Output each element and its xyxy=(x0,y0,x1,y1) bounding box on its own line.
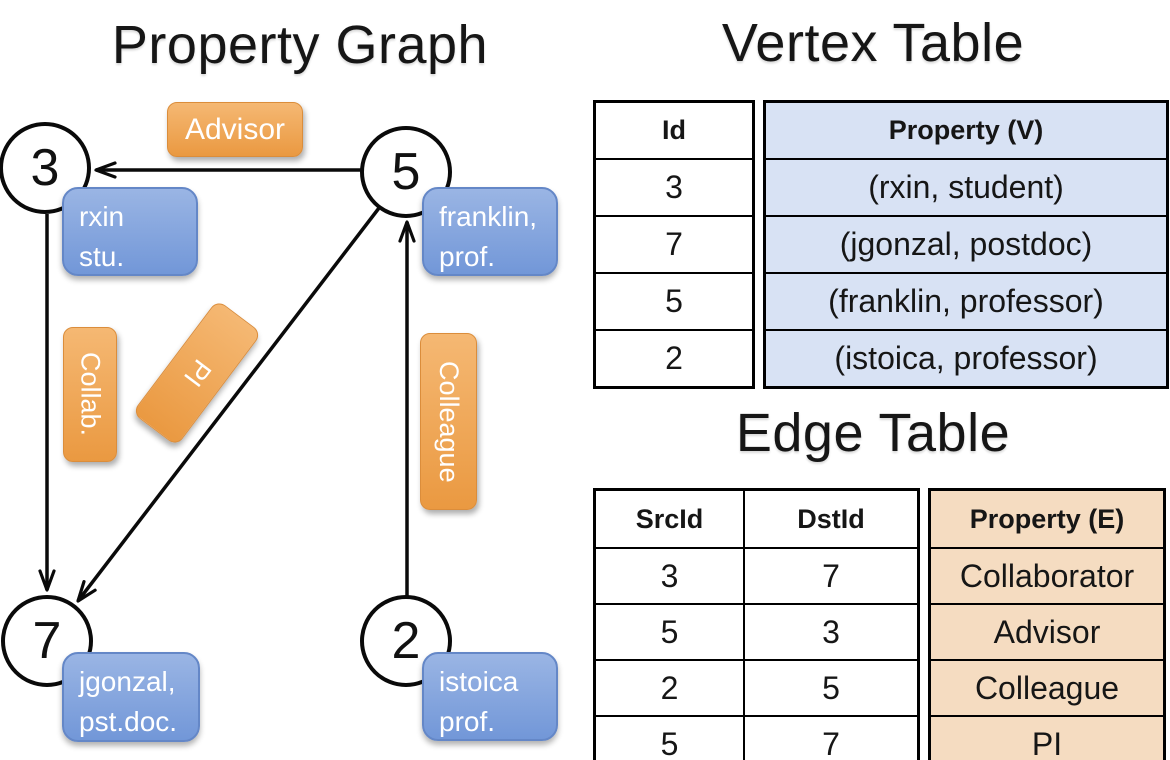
edge-src-cell: 5 xyxy=(593,715,745,760)
table-row: 3 7 xyxy=(593,547,920,605)
vertex-table-id-column: Id 3 7 5 2 xyxy=(593,100,755,389)
edge-src-cell: 5 xyxy=(593,603,745,661)
vertex-node-2-label: 2 xyxy=(391,612,421,670)
edge-src-cell: 2 xyxy=(593,659,745,717)
edge-arrow-5-to-7 xyxy=(76,206,381,603)
vertex-node-5-label: 5 xyxy=(391,143,421,201)
edge-src-cell: 3 xyxy=(593,547,745,605)
vertex-table-header-property: Property (V) xyxy=(763,100,1169,160)
vertex-property-box-5-line2: prof. xyxy=(439,240,496,272)
edge-table-header-dstid: DstId xyxy=(743,488,920,549)
table-row: (istoica, professor) xyxy=(763,329,1169,389)
edge-label-colleague: Colleague xyxy=(420,333,477,510)
table-row: 5 3 xyxy=(593,603,920,661)
edge-label-colleague-text: Colleague xyxy=(434,360,464,483)
vertex-property-cell: (jgonzal, postdoc) xyxy=(763,215,1169,274)
vertex-property-cell: (istoica, professor) xyxy=(763,329,1169,389)
table-row: 2 5 xyxy=(593,659,920,717)
vertex-property-box-7-line1: jgonzal, xyxy=(79,666,176,697)
vertex-node-3: 3 xyxy=(0,122,91,214)
table-row: Colleague xyxy=(928,659,1166,717)
vertex-node-3-label: 3 xyxy=(30,139,60,197)
vertex-table-header-id: Id xyxy=(593,100,755,160)
vertex-property-box-5-line1: franklin, xyxy=(439,201,538,232)
vertex-property-box-3-line2: stu. xyxy=(79,240,125,272)
table-row: Advisor xyxy=(928,603,1166,661)
vertex-property-box-3: rxin stu. xyxy=(62,187,198,276)
vertex-property-cell: (rxin, student) xyxy=(763,158,1169,217)
edge-table: SrcId DstId 3 7 5 3 2 5 5 7 Property (E)… xyxy=(593,488,1166,760)
table-row: 5 xyxy=(593,272,755,331)
edge-table-id-columns: SrcId DstId 3 7 5 3 2 5 5 7 xyxy=(593,488,920,760)
edge-dst-cell: 3 xyxy=(743,603,920,661)
vertex-property-box-2-line2: prof. xyxy=(439,705,496,737)
edge-label-collaborator: Collab. xyxy=(63,327,117,462)
edge-label-collaborator-text: Collab. xyxy=(75,352,106,437)
edge-property-cell: PI xyxy=(928,715,1166,760)
vertex-property-box-7: jgonzal, pst.doc. xyxy=(62,652,200,742)
edge-property-cell: Advisor xyxy=(928,603,1166,661)
property-graph-title: Property Graph xyxy=(111,15,489,75)
table-row: Collaborator xyxy=(928,547,1166,605)
vertex-id-cell: 7 xyxy=(593,215,755,274)
edge-label-advisor: Advisor xyxy=(167,102,303,157)
edge-table-header-property: Property (E) xyxy=(928,488,1166,549)
edge-table-title: Edge Table xyxy=(735,403,1011,463)
table-row: (rxin, student) xyxy=(763,158,1169,217)
table-row: PI xyxy=(928,715,1166,760)
vertex-table: Id 3 7 5 2 Property (V) (rxin, student) … xyxy=(593,100,1169,389)
table-row: 3 xyxy=(593,158,755,217)
table-row: 2 xyxy=(593,329,755,389)
edge-dst-cell: 7 xyxy=(743,715,920,760)
edge-property-cell: Collaborator xyxy=(928,547,1166,605)
vertex-table-title: Vertex Table xyxy=(721,13,1025,73)
vertex-property-cell: (franklin, professor) xyxy=(763,272,1169,331)
vertex-node-7-label: 7 xyxy=(32,612,62,670)
edge-table-property-column: Property (E) Collaborator Advisor Collea… xyxy=(928,488,1166,760)
vertex-id-cell: 5 xyxy=(593,272,755,331)
vertex-property-box-7-line2: pst.doc. xyxy=(79,705,178,737)
edge-label-advisor-text: Advisor xyxy=(184,112,286,146)
vertex-id-cell: 2 xyxy=(593,329,755,389)
edge-dst-cell: 5 xyxy=(743,659,920,717)
vertex-table-property-column: Property (V) (rxin, student) (jgonzal, p… xyxy=(763,100,1169,389)
vertex-id-cell: 3 xyxy=(593,158,755,217)
table-row: (franklin, professor) xyxy=(763,272,1169,331)
edge-property-cell: Colleague xyxy=(928,659,1166,717)
table-row: 5 7 xyxy=(593,715,920,760)
table-row: 7 xyxy=(593,215,755,274)
vertex-property-box-2-line1: istoica xyxy=(439,666,519,697)
table-row: (jgonzal, postdoc) xyxy=(763,215,1169,274)
vertex-property-box-5: franklin, prof. xyxy=(422,187,558,276)
edge-dst-cell: 7 xyxy=(743,547,920,605)
edge-table-header-srcid: SrcId xyxy=(593,488,745,549)
edge-label-pi-text: PI xyxy=(177,354,218,393)
vertex-property-box-3-line1: rxin xyxy=(79,201,125,232)
vertex-property-box-2: istoica prof. xyxy=(422,652,558,741)
